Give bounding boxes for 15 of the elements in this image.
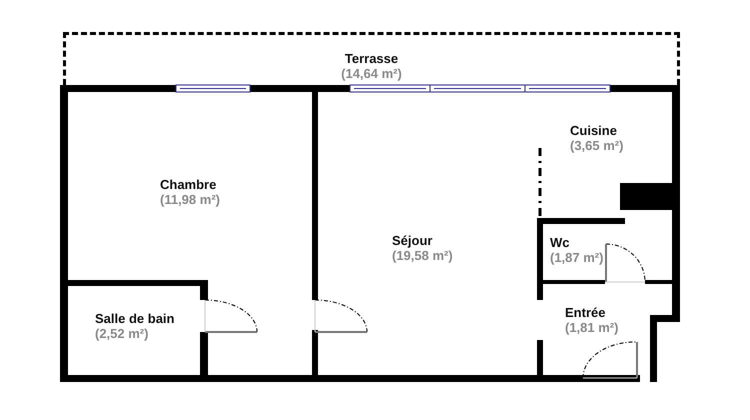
- room-name: Cuisine: [570, 123, 618, 138]
- room-area: (19,58 m²): [392, 248, 453, 263]
- room-name: Salle de bain: [95, 311, 174, 326]
- room-name: Séjour: [392, 233, 434, 248]
- room-name: Wc: [550, 235, 570, 250]
- room-area: (14,64 m²): [66, 66, 677, 81]
- room-area: (1,81 m²): [565, 320, 618, 335]
- room-name: Terrasse: [344, 51, 400, 66]
- room-name: Entrée: [565, 305, 606, 320]
- room-area: (1,87 m²): [550, 250, 604, 265]
- terrace-area: [63, 32, 680, 85]
- room-name: Chambre: [160, 177, 218, 192]
- room-area: (3,65 m²): [570, 138, 624, 153]
- room-area: (2,52 m²): [95, 326, 174, 341]
- room-area: (11,98 m²): [160, 192, 220, 207]
